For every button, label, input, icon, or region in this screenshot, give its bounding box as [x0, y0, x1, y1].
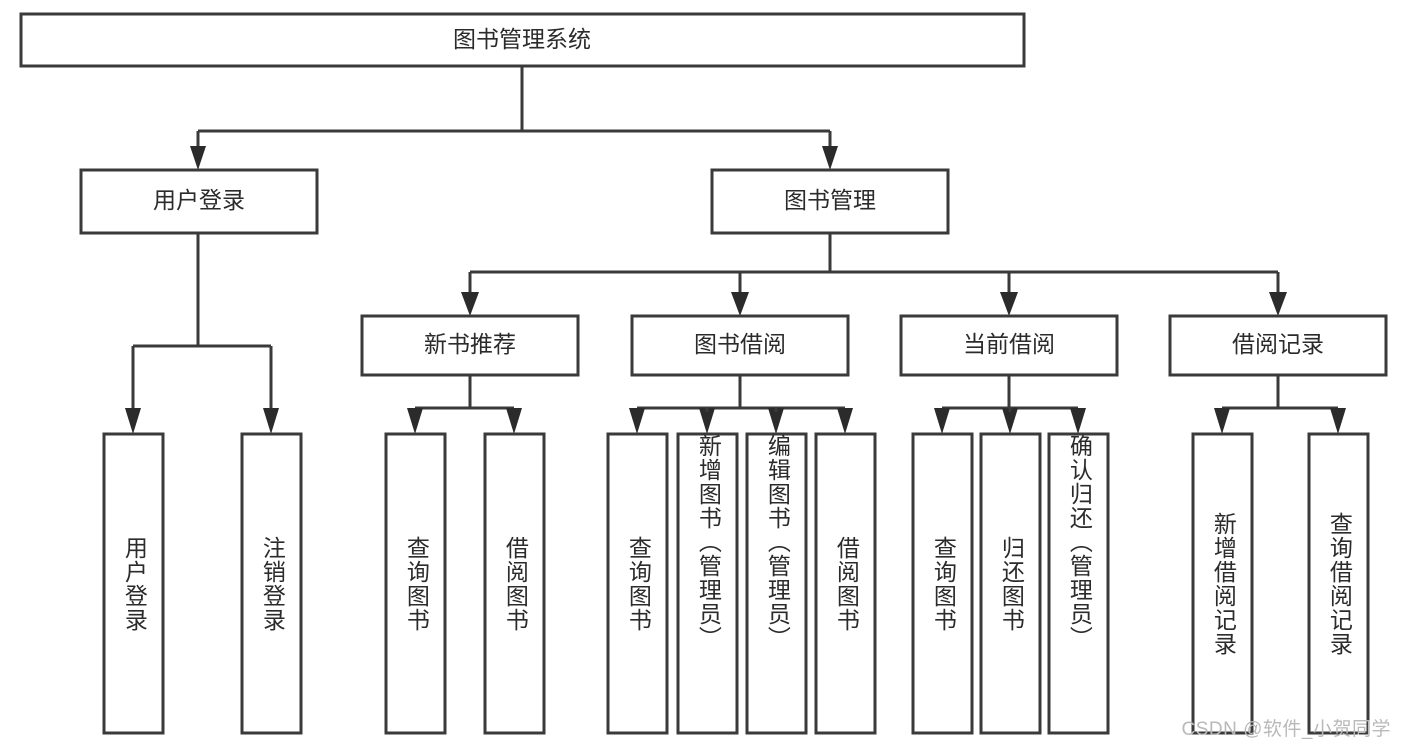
arrowhead-borrow-lend: [837, 408, 853, 434]
arrowhead-borrow-edit: [768, 408, 784, 434]
node-borrow-record-label: 借阅记录: [1232, 331, 1324, 357]
leaf-box-current-query[interactable]: [911, 432, 974, 735]
leaf-box-current-confirm[interactable]: [1047, 432, 1110, 735]
arrowhead-user-login: [190, 146, 206, 170]
node-borrow-record[interactable]: 借阅记录: [1168, 314, 1388, 377]
leaf-box-newbook-query[interactable]: [384, 432, 447, 735]
leaf-box-newbook-borrow[interactable]: [483, 432, 546, 735]
arrowhead-current-query: [934, 408, 950, 434]
node-new-book-recommend-box[interactable]: [360, 314, 580, 377]
arrowhead-record-add: [1214, 408, 1230, 434]
arrowhead-newbook-borrow: [506, 408, 522, 434]
leaf-box-record-add[interactable]: [1191, 432, 1254, 735]
node-current-borrow[interactable]: 当前借阅: [899, 314, 1119, 377]
node-book-borrow-label: 图书借阅: [694, 331, 786, 357]
arrowhead-book-mgmt: [822, 146, 838, 170]
node-new-book-recommend[interactable]: 新书推荐: [360, 314, 580, 377]
node-book-management-label: 图书管理: [784, 187, 876, 213]
arrowhead-leaf-logout: [263, 408, 279, 434]
node-root-box[interactable]: [19, 12, 1026, 68]
arrowhead-borrow-add: [699, 408, 715, 434]
leaf-box-borrow-add[interactable]: [676, 432, 739, 735]
arrowhead-borrow: [731, 292, 749, 316]
leaf-box-borrow-lend[interactable]: [814, 432, 877, 735]
node-root[interactable]: 图书管理系统: [19, 12, 1026, 68]
leaf-box-record-query[interactable]: [1307, 432, 1370, 735]
node-root-label: 图书管理系统: [453, 26, 591, 52]
leaf-box-logout[interactable]: [240, 432, 303, 735]
arrowhead-newbook-query: [407, 408, 423, 434]
leaf-box-borrow-edit[interactable]: [745, 432, 808, 735]
leaf-box-group: [102, 432, 1370, 735]
node-user-login-box[interactable]: [79, 168, 319, 235]
node-current-borrow-label: 当前借阅: [963, 331, 1055, 357]
node-book-management-box[interactable]: [710, 168, 950, 235]
node-book-management[interactable]: 图书管理: [710, 168, 950, 235]
csdn-watermark: CSDN @软件_小贺同学: [1181, 719, 1391, 740]
connector-group: [125, 66, 1346, 434]
leaf-box-current-return[interactable]: [979, 432, 1042, 735]
arrowhead-record: [1269, 292, 1287, 316]
node-user-login-label: 用户登录: [153, 187, 245, 213]
arrowhead-borrow-query: [629, 408, 645, 434]
arrowhead-current: [1000, 292, 1018, 316]
arrowhead-leaf-user-login: [125, 408, 141, 434]
leaf-box-borrow-query[interactable]: [606, 432, 669, 735]
arrowhead-current-return: [1002, 408, 1018, 434]
node-current-borrow-box[interactable]: [899, 314, 1119, 377]
leaf-box-user-login[interactable]: [102, 432, 165, 735]
arrowhead-current-confirm: [1070, 408, 1086, 434]
node-user-login[interactable]: 用户登录: [79, 168, 319, 235]
node-borrow-record-box[interactable]: [1168, 314, 1388, 377]
arrowhead-newbook: [461, 292, 479, 316]
arrowhead-record-query: [1330, 408, 1346, 434]
node-book-borrow-box[interactable]: [630, 314, 850, 377]
node-new-book-recommend-label: 新书推荐: [424, 331, 516, 357]
node-book-borrow[interactable]: 图书借阅: [630, 314, 850, 377]
